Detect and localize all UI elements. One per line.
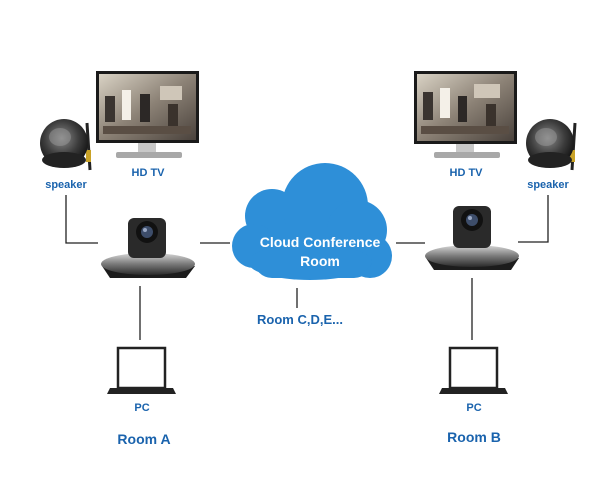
speaker-right-label: speaker (527, 179, 569, 191)
speaker-right-icon (526, 119, 577, 171)
pc-right-label: PC (466, 402, 481, 414)
cloud-title-line1: Cloud Conference (260, 234, 381, 250)
cloud-icon (232, 163, 392, 280)
room-b-label: Room B (447, 429, 501, 445)
laptop-left-icon (107, 346, 176, 394)
pc-left-label: PC (134, 402, 149, 414)
other-rooms-label: Room C,D,E... (257, 312, 343, 327)
room-a-label: Room A (117, 431, 170, 447)
connector-lines (65, 195, 549, 340)
speaker-left-icon (40, 119, 92, 171)
tv-right-icon (414, 71, 517, 158)
laptop-right-icon (439, 346, 508, 394)
speaker-left-label: speaker (45, 179, 87, 191)
cloud-title-line2: Room (300, 253, 340, 269)
camera-right-icon (425, 206, 519, 270)
tv-right-label: HD TV (450, 167, 484, 179)
camera-left-icon (101, 218, 195, 278)
line-speaker-a-to-camera (65, 195, 98, 244)
line-speaker-b-to-camera (518, 195, 549, 243)
tv-left-label: HD TV (132, 167, 166, 179)
tv-left-icon (96, 71, 199, 158)
